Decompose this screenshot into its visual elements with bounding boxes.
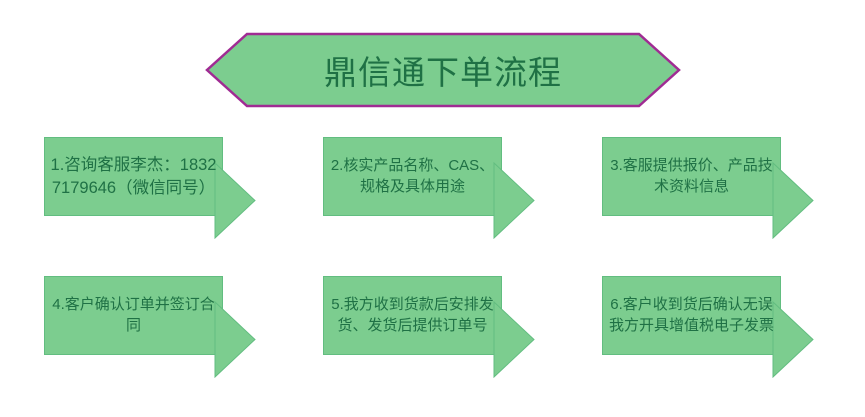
arrow-shape (602, 137, 814, 239)
step-node-2: 2.核实产品名称、CAS、规格及具体用途 (323, 137, 535, 239)
arrow-shape (44, 137, 256, 239)
step-node-1: 1.咨询客服李杰：18327179646（微信同号） (44, 137, 256, 239)
hexagon-shape (205, 32, 681, 108)
step-text: 3.客服提供报价、产品技术资料信息 (610, 157, 773, 195)
title-hexagon: 鼎信通下单流程 (205, 32, 681, 108)
step-node-3: 3.客服提供报价、产品技术资料信息 (602, 137, 814, 239)
arrow-shape (323, 276, 535, 378)
step-text: 5.我方收到货款后安排发货、发货后提供订单号 (331, 296, 494, 334)
arrow-shape (44, 276, 256, 378)
page-title: 鼎信通下单流程 (324, 54, 562, 91)
step-node-6: 6.客户收到货后确认无误我方开具增值税电子发票 (602, 276, 814, 378)
step-text: 1.咨询客服李杰：18327179646（微信同号） (50, 156, 217, 197)
step-node-4: 4.客户确认订单并签订合同 (44, 276, 256, 378)
step-text: 2.核实产品名称、CAS、规格及具体用途 (330, 157, 495, 195)
step-node-5: 5.我方收到货款后安排发货、发货后提供订单号 (323, 276, 535, 378)
step-text: 6.客户收到货后确认无误我方开具增值税电子发票 (608, 296, 774, 334)
arrow-shape (323, 137, 535, 239)
arrow-shape (602, 276, 814, 378)
step-text: 4.客户确认订单并签订合同 (52, 296, 215, 334)
